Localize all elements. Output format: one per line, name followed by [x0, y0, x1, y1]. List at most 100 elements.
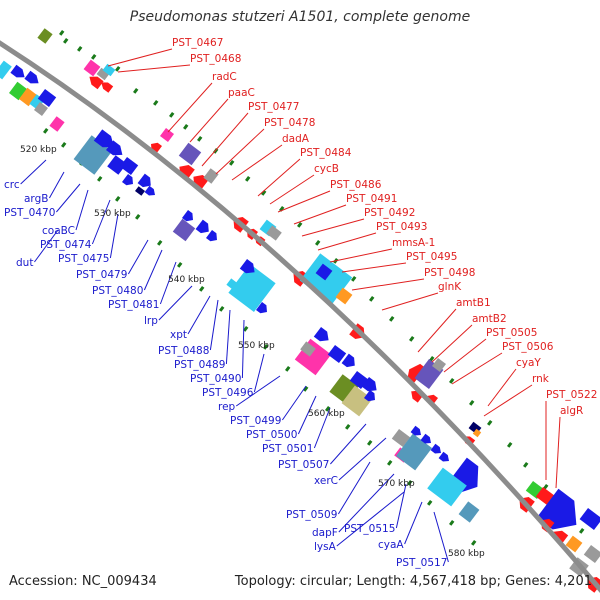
tick-mark — [470, 540, 477, 546]
gene-label-reverse: PST_0517 — [396, 557, 447, 569]
kbp-label: 530 kbp — [94, 209, 131, 219]
gene-label-reverse: PST_0515 — [344, 523, 395, 535]
label-leader-line — [209, 299, 219, 351]
kbp-label: 550 kbp — [238, 341, 275, 351]
label-leader-line — [487, 368, 517, 407]
kbp-label: 580 kbp — [448, 549, 485, 559]
label-leader-line — [159, 261, 177, 305]
tick-mark — [114, 65, 121, 72]
gene-feature — [172, 218, 196, 242]
tick-mark — [132, 87, 139, 94]
kbp-label: 570 kbp — [378, 479, 415, 489]
gene-arrow — [239, 258, 255, 274]
tick-mark — [152, 99, 159, 106]
gene-feature — [102, 63, 116, 77]
tick-mark — [76, 46, 83, 52]
tick-mark — [168, 111, 175, 118]
tick-mark — [468, 400, 475, 406]
tick-mark — [344, 424, 351, 430]
gene-feature — [107, 155, 127, 175]
gene-label-forward: glnK — [438, 281, 462, 293]
gene-feature — [315, 263, 333, 281]
gene-arrow — [313, 326, 329, 342]
gene-feature — [335, 287, 353, 305]
gene-label-reverse: PST_0474 — [40, 239, 92, 251]
tick-mark — [368, 296, 375, 302]
gene-label-reverse: PST_0489 — [174, 359, 225, 371]
gene-label-reverse: PST_0475 — [58, 253, 109, 265]
kbp-label: 560 kbp — [308, 409, 345, 419]
gene-feature — [565, 535, 583, 553]
label-leader-line — [109, 213, 119, 259]
tick-mark — [302, 386, 309, 392]
gene-feature — [83, 59, 101, 77]
gene-label-reverse: PST_0500 — [246, 429, 297, 441]
gene-arrow — [10, 64, 25, 78]
label-leader-line — [404, 501, 423, 545]
gene-label-forward: dadA — [282, 133, 310, 145]
gene-arrow — [137, 173, 151, 188]
gene-label-forward: radC — [212, 71, 237, 83]
gene-feature — [96, 67, 110, 81]
gene-feature — [266, 225, 282, 241]
label-leader-line — [341, 262, 407, 273]
gene-feature — [294, 338, 332, 376]
gene-arrow — [536, 488, 577, 530]
label-leader-line — [336, 491, 405, 547]
kbp-label: 520 kbp — [20, 145, 57, 155]
tick-mark — [260, 189, 267, 196]
gene-feature — [37, 88, 57, 108]
tick-mark — [522, 462, 529, 468]
gene-label-forward: PST_0468 — [190, 53, 241, 65]
gene-label-reverse: lrp — [144, 315, 158, 327]
label-leader-line — [281, 385, 307, 421]
gene-arrow — [195, 219, 209, 234]
gene-label-reverse: PST_0509 — [286, 509, 337, 521]
gene-feature — [228, 263, 276, 313]
tick-mark — [176, 262, 183, 268]
tick-mark — [96, 176, 103, 182]
label-leader-line — [301, 218, 365, 237]
page-title: Pseudomonas stutzeri A1501, complete gen… — [129, 9, 471, 25]
label-leader-line — [189, 98, 229, 143]
gene-label-forward: PST_0484 — [300, 147, 352, 159]
tick-mark — [90, 54, 97, 60]
label-leader-line — [317, 232, 377, 251]
tick-mark — [182, 124, 189, 130]
tick-mark — [448, 520, 455, 526]
gene-label-reverse: cyaA — [378, 539, 404, 551]
tick-mark — [242, 326, 249, 332]
gene-label-reverse: crc — [4, 179, 20, 191]
tick-mark — [578, 527, 585, 534]
gene-arrow — [361, 376, 377, 392]
gene-feature — [119, 156, 139, 176]
label-leader-line — [107, 48, 173, 67]
tick-mark — [406, 480, 413, 486]
tick-mark — [228, 159, 235, 166]
gene-label-reverse: PST_0470 — [4, 207, 55, 219]
tick-mark — [448, 377, 455, 384]
gene-arrow — [255, 301, 267, 314]
gene-arrow — [144, 185, 155, 196]
gene-label-forward: PST_0478 — [264, 117, 315, 129]
label-leader-line — [257, 158, 301, 197]
tick-mark — [244, 175, 251, 182]
tick-mark — [58, 30, 65, 36]
label-leader-line — [297, 395, 317, 435]
gene-feature — [341, 385, 373, 417]
label-leader-line — [187, 295, 211, 335]
tick-mark — [218, 305, 225, 312]
gene-label-reverse: PST_0480 — [92, 285, 143, 297]
gene-label-forward: PST_0505 — [486, 327, 537, 339]
gene-feature — [18, 87, 38, 107]
gene-label-reverse: PST_0496 — [202, 387, 254, 399]
label-leader-line — [117, 64, 191, 73]
gene-feature — [395, 433, 433, 471]
gene-arrow — [438, 451, 449, 462]
gene-label-forward: PST_0492 — [364, 207, 415, 219]
label-leader-line — [269, 174, 315, 205]
label-leader-line — [158, 285, 193, 321]
label-leader-line — [56, 183, 81, 213]
tick-mark — [314, 240, 321, 246]
